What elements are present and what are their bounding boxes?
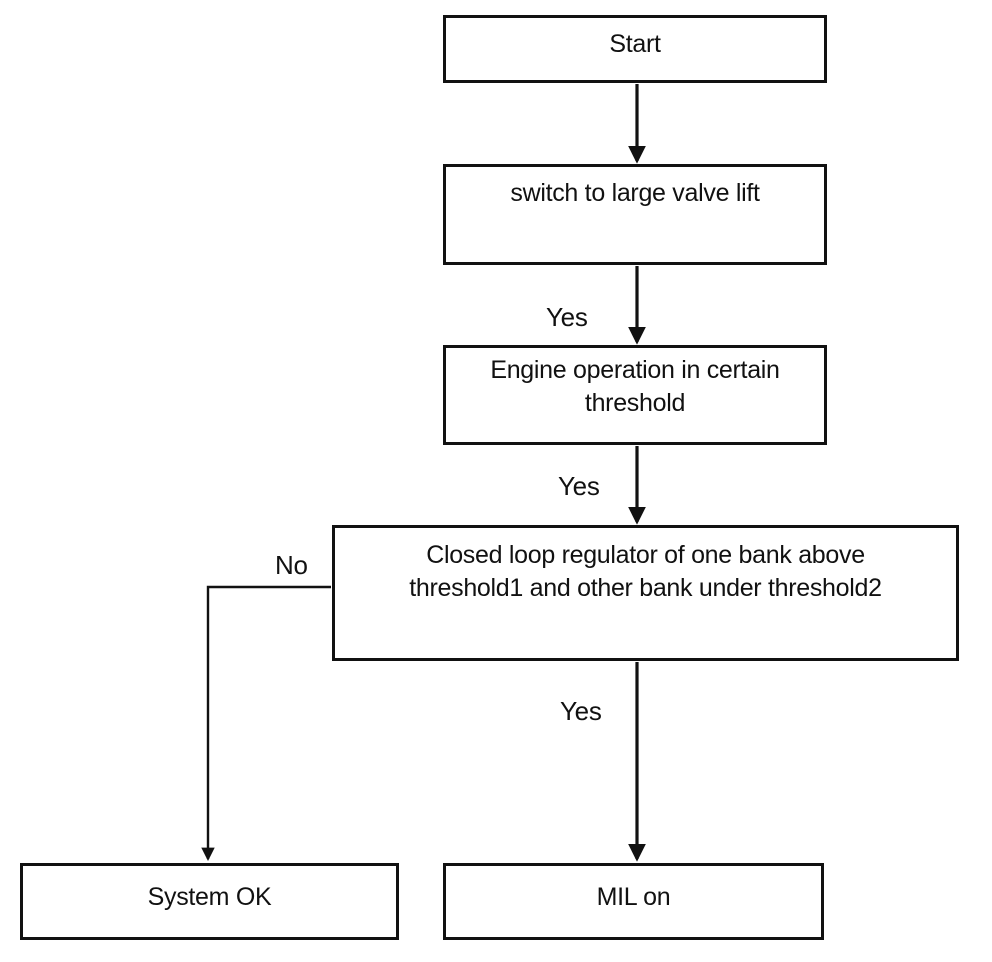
node-closed-loop-regulator: Closed loop regulator of one bank above … <box>332 525 959 661</box>
node-closed-loop-label: Closed loop regulator of one bank above … <box>409 541 882 602</box>
node-engine-operation-threshold: Engine operation in certain threshold <box>443 345 827 445</box>
node-system-ok: System OK <box>20 863 399 940</box>
arrow-closed-loop-to-system-ok <box>201 585 331 862</box>
edge-label-yes-engine-to-closed-loop: Yes <box>558 471 600 502</box>
node-system-ok-label: System OK <box>147 883 272 911</box>
node-start-label: Start <box>609 29 661 58</box>
edge-label-yes-switch-to-engine: Yes <box>546 302 588 333</box>
edge-label-yes-closed-loop-to-mil-on: Yes <box>560 696 602 727</box>
node-mil-on: MIL on <box>443 863 824 940</box>
node-mil-on-label: MIL on <box>596 883 671 911</box>
node-engine-label: Engine operation in certain threshold <box>490 356 780 417</box>
node-switch-to-large-valve-lift: switch to large valve lift <box>443 164 827 265</box>
node-switch-label: switch to large valve lift <box>510 179 760 207</box>
node-start: Start <box>443 15 827 83</box>
edge-label-no-closed-loop-to-system-ok: No <box>275 550 308 581</box>
